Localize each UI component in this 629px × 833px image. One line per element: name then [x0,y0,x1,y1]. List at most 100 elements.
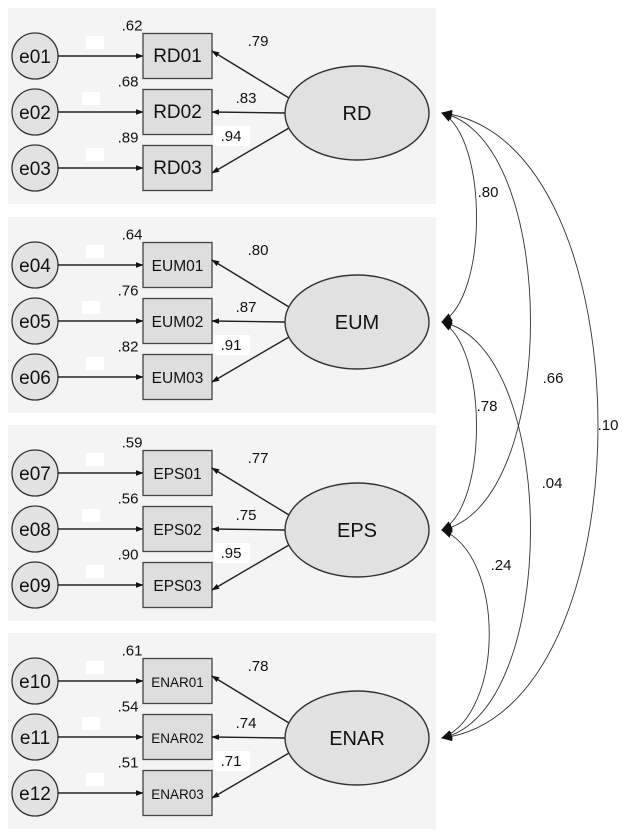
covariance-value: .66 [543,370,564,387]
loading-value: .94 [221,128,242,145]
loading-path-arrow [211,734,286,740]
loading-label-bg [214,126,250,146]
loading-path-arrow [211,50,290,99]
indicator-label: EUM01 [152,258,204,275]
r-squared-value: .64 [122,227,143,244]
latent-enar [284,690,430,786]
indicator-box [142,32,213,80]
indicator-box [142,713,213,761]
loading-value: .91 [221,337,242,354]
latent-label: EUM [335,312,379,334]
indicator-box [142,241,213,289]
r-squared-value: .54 [118,699,139,716]
latent-label: RD [343,103,372,125]
loading-path-arrow [211,544,290,591]
latent-label: EPS [337,520,377,542]
error-label: e12 [19,784,51,805]
covariance-curve [440,319,531,741]
covariance-rd-enar: .10 [440,109,618,742]
covariance-value: .80 [478,184,499,201]
error-label: e05 [19,312,51,333]
error-label: e07 [19,464,51,485]
loading-value: .75 [236,507,257,524]
covariance-curve [440,110,531,533]
latent-label: ENAR [329,728,385,750]
blank-label-box [82,301,100,314]
covariance-eps-enar: .24 [440,529,512,739]
r-squared-value: .76 [118,283,139,300]
indicator-box [142,449,213,497]
loading-value: .83 [236,90,257,107]
indicator-label: RD02 [153,102,202,123]
blank-label-box [86,773,104,786]
loading-path-arrow [211,752,290,799]
blank-label-box [82,509,100,522]
indicator-box [142,561,213,609]
blank-label-box [86,148,104,161]
loading-value: .95 [221,545,242,562]
covariance-curve [441,321,477,531]
indicator-label: EUM02 [152,314,204,331]
r-squared-value: .61 [122,643,143,660]
r-squared-value: .89 [118,130,139,147]
error-label: e08 [19,520,51,541]
latent-eps [284,482,430,578]
indicator-label: EPS01 [153,466,201,483]
indicator-box [142,505,213,553]
r-squared-value: .51 [118,755,139,772]
r-squared-value: .82 [118,339,139,356]
error-label: e02 [19,103,51,124]
covariance-curve [441,112,477,323]
blank-label-box [86,245,104,258]
latent-eum [284,274,430,370]
blank-label-box [86,565,104,578]
error-label: e04 [19,256,51,277]
indicator-label: ENAR03 [151,787,204,802]
covariance-curve [440,109,599,742]
error-label: e11 [20,728,50,749]
blank-label-box [86,36,104,49]
blank-label-box [82,717,100,730]
loading-value: .80 [248,242,269,259]
covariance-value: .04 [542,475,563,492]
r-squared-value: .90 [118,547,139,564]
indicator-label: ENAR02 [151,731,204,746]
error-label: e03 [19,159,51,180]
loading-value: .87 [236,299,257,316]
indicator-box [142,769,213,817]
loading-path-arrow [211,336,290,383]
r-squared-value: .56 [118,491,139,508]
loading-path-arrow [211,127,290,174]
covariance-rd-eps: .66 [440,110,564,533]
indicator-eum02: e05 EUM02 .76 .87 [11,283,286,345]
indicator-box [142,297,213,345]
indicator-box [142,144,213,192]
loading-path-arrow [211,109,286,115]
loading-value: .77 [248,450,269,467]
latent-rd [284,65,430,161]
loading-path-arrow [211,675,290,724]
indicator-box [142,353,213,401]
indicator-label: EPS02 [153,522,201,539]
error-label: e10 [19,672,51,693]
covariance-curve [440,529,490,739]
blank-label-box [86,661,104,674]
blank-label-box [86,453,104,466]
indicator-label: RD01 [153,46,202,67]
indicator-eps02: e08 EPS02 .56 .75 [11,491,286,553]
covariance-value: .24 [491,557,512,574]
